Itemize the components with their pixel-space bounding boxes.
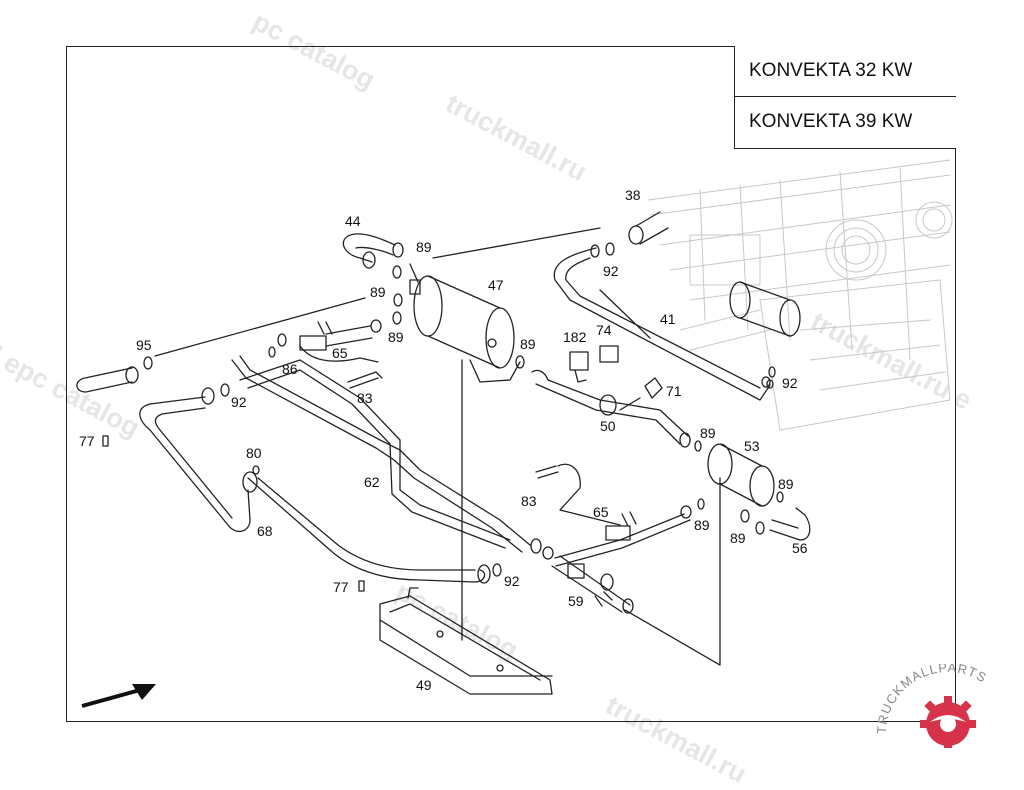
hose-56 xyxy=(769,507,811,541)
filter-background xyxy=(729,281,801,337)
filter-53 xyxy=(707,443,784,507)
callout-50: 50 xyxy=(600,418,616,434)
leader-line xyxy=(432,227,601,259)
heater-unit-47 xyxy=(409,275,521,383)
pipe-68 xyxy=(139,396,251,533)
callout-53: 53 xyxy=(744,438,760,454)
pipe-41 xyxy=(553,247,771,401)
callout-89: 89 xyxy=(730,530,746,546)
callout-44: 44 xyxy=(345,213,361,229)
leader-line xyxy=(599,289,651,339)
callout-92: 92 xyxy=(231,394,247,410)
pipe-50 xyxy=(531,369,689,437)
truckmallparts-logo: TRUCKMALLPARTS xyxy=(874,664,989,748)
callout-89: 89 xyxy=(520,336,536,352)
pipe-62 xyxy=(239,355,531,546)
callout-80: 80 xyxy=(246,445,262,461)
chassis-background xyxy=(647,159,953,431)
callout-68: 68 xyxy=(257,523,273,539)
relay-182 xyxy=(569,351,589,371)
callout-83: 83 xyxy=(521,493,537,509)
callout-95: 95 xyxy=(136,337,152,353)
clip-77-upper xyxy=(102,435,109,447)
variant-legend: KONVEKTA 32 KW KONVEKTA 39 KW xyxy=(734,46,956,149)
callout-59: 59 xyxy=(568,593,584,609)
leader-line xyxy=(624,477,721,666)
callout-65: 65 xyxy=(593,504,609,520)
callout-86: 86 xyxy=(282,361,298,377)
callout-49: 49 xyxy=(416,677,432,693)
callout-47: 47 xyxy=(488,277,504,293)
callout-83: 83 xyxy=(357,390,373,406)
callout-89: 89 xyxy=(700,425,716,441)
bracket-49 xyxy=(379,587,553,695)
callout-89: 89 xyxy=(388,329,404,345)
callout-41: 41 xyxy=(660,311,676,327)
leader-line xyxy=(154,297,366,357)
fitting-59 xyxy=(542,546,634,614)
diagram-frame xyxy=(66,46,956,722)
fitting-65-lower xyxy=(554,498,705,567)
sensor-83-upper xyxy=(347,371,379,389)
legend-row-39kw: KONVEKTA 39 KW xyxy=(735,96,956,147)
callout-89: 89 xyxy=(778,476,794,492)
callout-92: 92 xyxy=(504,573,520,589)
callout-62: 62 xyxy=(364,474,380,490)
legend-row-32kw: KONVEKTA 32 KW xyxy=(749,60,913,81)
callout-89: 89 xyxy=(370,284,386,300)
relay-74 xyxy=(599,345,619,363)
parts-diagram: 38 44 89 89 89 89 89 89 89 89 47 92 92 9… xyxy=(76,159,953,708)
callout-71: 71 xyxy=(666,383,682,399)
callout-92: 92 xyxy=(603,263,619,279)
direction-arrow-icon xyxy=(81,684,156,708)
callout-92: 92 xyxy=(782,375,798,391)
callout-65: 65 xyxy=(332,345,348,361)
clip-77-lower xyxy=(358,580,365,592)
callout-89: 89 xyxy=(416,239,432,255)
sensor-83-lower xyxy=(535,465,559,479)
pipe-long-lower xyxy=(247,477,486,583)
callout-74: 74 xyxy=(596,322,612,338)
callout-182: 182 xyxy=(563,329,587,345)
callout-77: 77 xyxy=(79,433,95,449)
callout-38: 38 xyxy=(625,187,641,203)
gear-icon xyxy=(920,696,976,748)
callout-77: 77 xyxy=(333,579,349,595)
callout-56: 56 xyxy=(792,540,808,556)
callout-89: 89 xyxy=(694,517,710,533)
hose-44 xyxy=(342,233,396,263)
fitting-65-upper xyxy=(268,319,382,363)
pipe-95 xyxy=(76,367,133,393)
